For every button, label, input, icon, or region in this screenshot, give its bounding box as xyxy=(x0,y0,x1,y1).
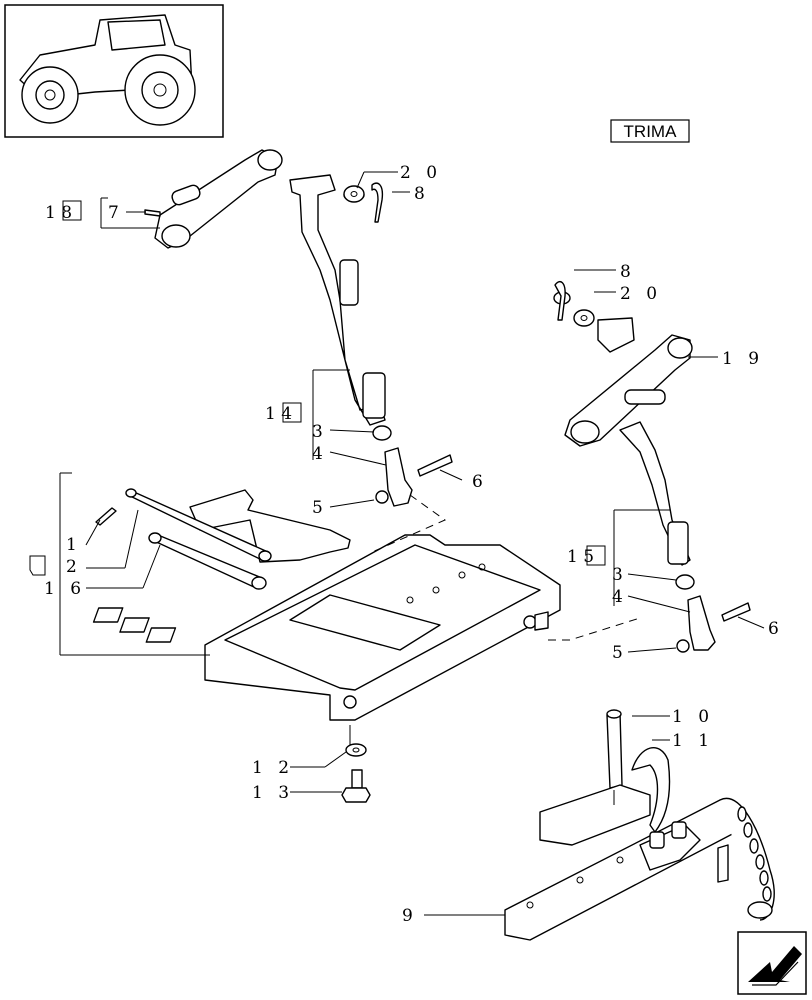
tractor-icon xyxy=(19,14,196,126)
callout-4-left: 4 xyxy=(312,444,328,464)
callout-18-text: 1 8 xyxy=(45,203,72,223)
callout-6-left: 6 xyxy=(472,472,488,492)
callout-5-right: 5 xyxy=(612,643,628,663)
cross-pins xyxy=(95,488,351,590)
callout-19: 1 9 xyxy=(722,349,764,369)
callout-3-left: 3 xyxy=(312,422,328,442)
callout-4-right: 4 xyxy=(612,587,628,607)
callout-10: 1 0 xyxy=(672,707,714,727)
callout-9: 9 xyxy=(402,906,418,926)
callout-8-right: 8 xyxy=(620,262,636,282)
callout-13: 1 3 xyxy=(252,783,294,803)
callout-16: 1 6 xyxy=(44,579,86,599)
assembly-lines xyxy=(349,494,641,805)
callout-2: 2 xyxy=(66,557,82,577)
callout-20-right: 2 0 xyxy=(620,284,662,304)
callout-1: 1 xyxy=(66,535,82,555)
chain xyxy=(737,806,772,902)
callout-20-left: 2 0 xyxy=(400,163,442,183)
next-page-arrow-icon xyxy=(748,946,802,986)
callout-5-left: 5 xyxy=(312,498,328,518)
callout-12: 1 2 xyxy=(252,758,294,778)
callouts: 2 0 8 1 8 7 8 2 0 1 9 1 4 3 4 6 5 1 2 1 … xyxy=(44,163,784,926)
drawbar-hitch xyxy=(504,709,775,941)
callout-15: 1 5 xyxy=(567,547,594,567)
right-lift-arm xyxy=(553,281,693,447)
left-washer-pin xyxy=(343,182,384,223)
callout-18: 1 8 xyxy=(45,203,72,223)
leader-lines xyxy=(59,171,765,916)
trima-badge-text: TRIMA xyxy=(624,122,678,141)
callout-11: 1 1 xyxy=(672,731,714,751)
tractor-thumbnail xyxy=(4,4,224,138)
callout-7: 7 xyxy=(108,203,124,223)
washer-bolt xyxy=(341,743,371,803)
left-lift-arm xyxy=(144,149,283,249)
callout-6-right: 6 xyxy=(768,619,784,639)
right-lift-rod xyxy=(619,421,751,653)
callout-3-right: 3 xyxy=(612,565,628,585)
callout-14: 1 4 xyxy=(265,404,292,424)
trima-badge: TRIMA xyxy=(610,119,690,143)
next-page-button[interactable] xyxy=(737,931,807,995)
callout-8-left: 8 xyxy=(414,184,430,204)
drawbar-frame xyxy=(92,534,561,721)
